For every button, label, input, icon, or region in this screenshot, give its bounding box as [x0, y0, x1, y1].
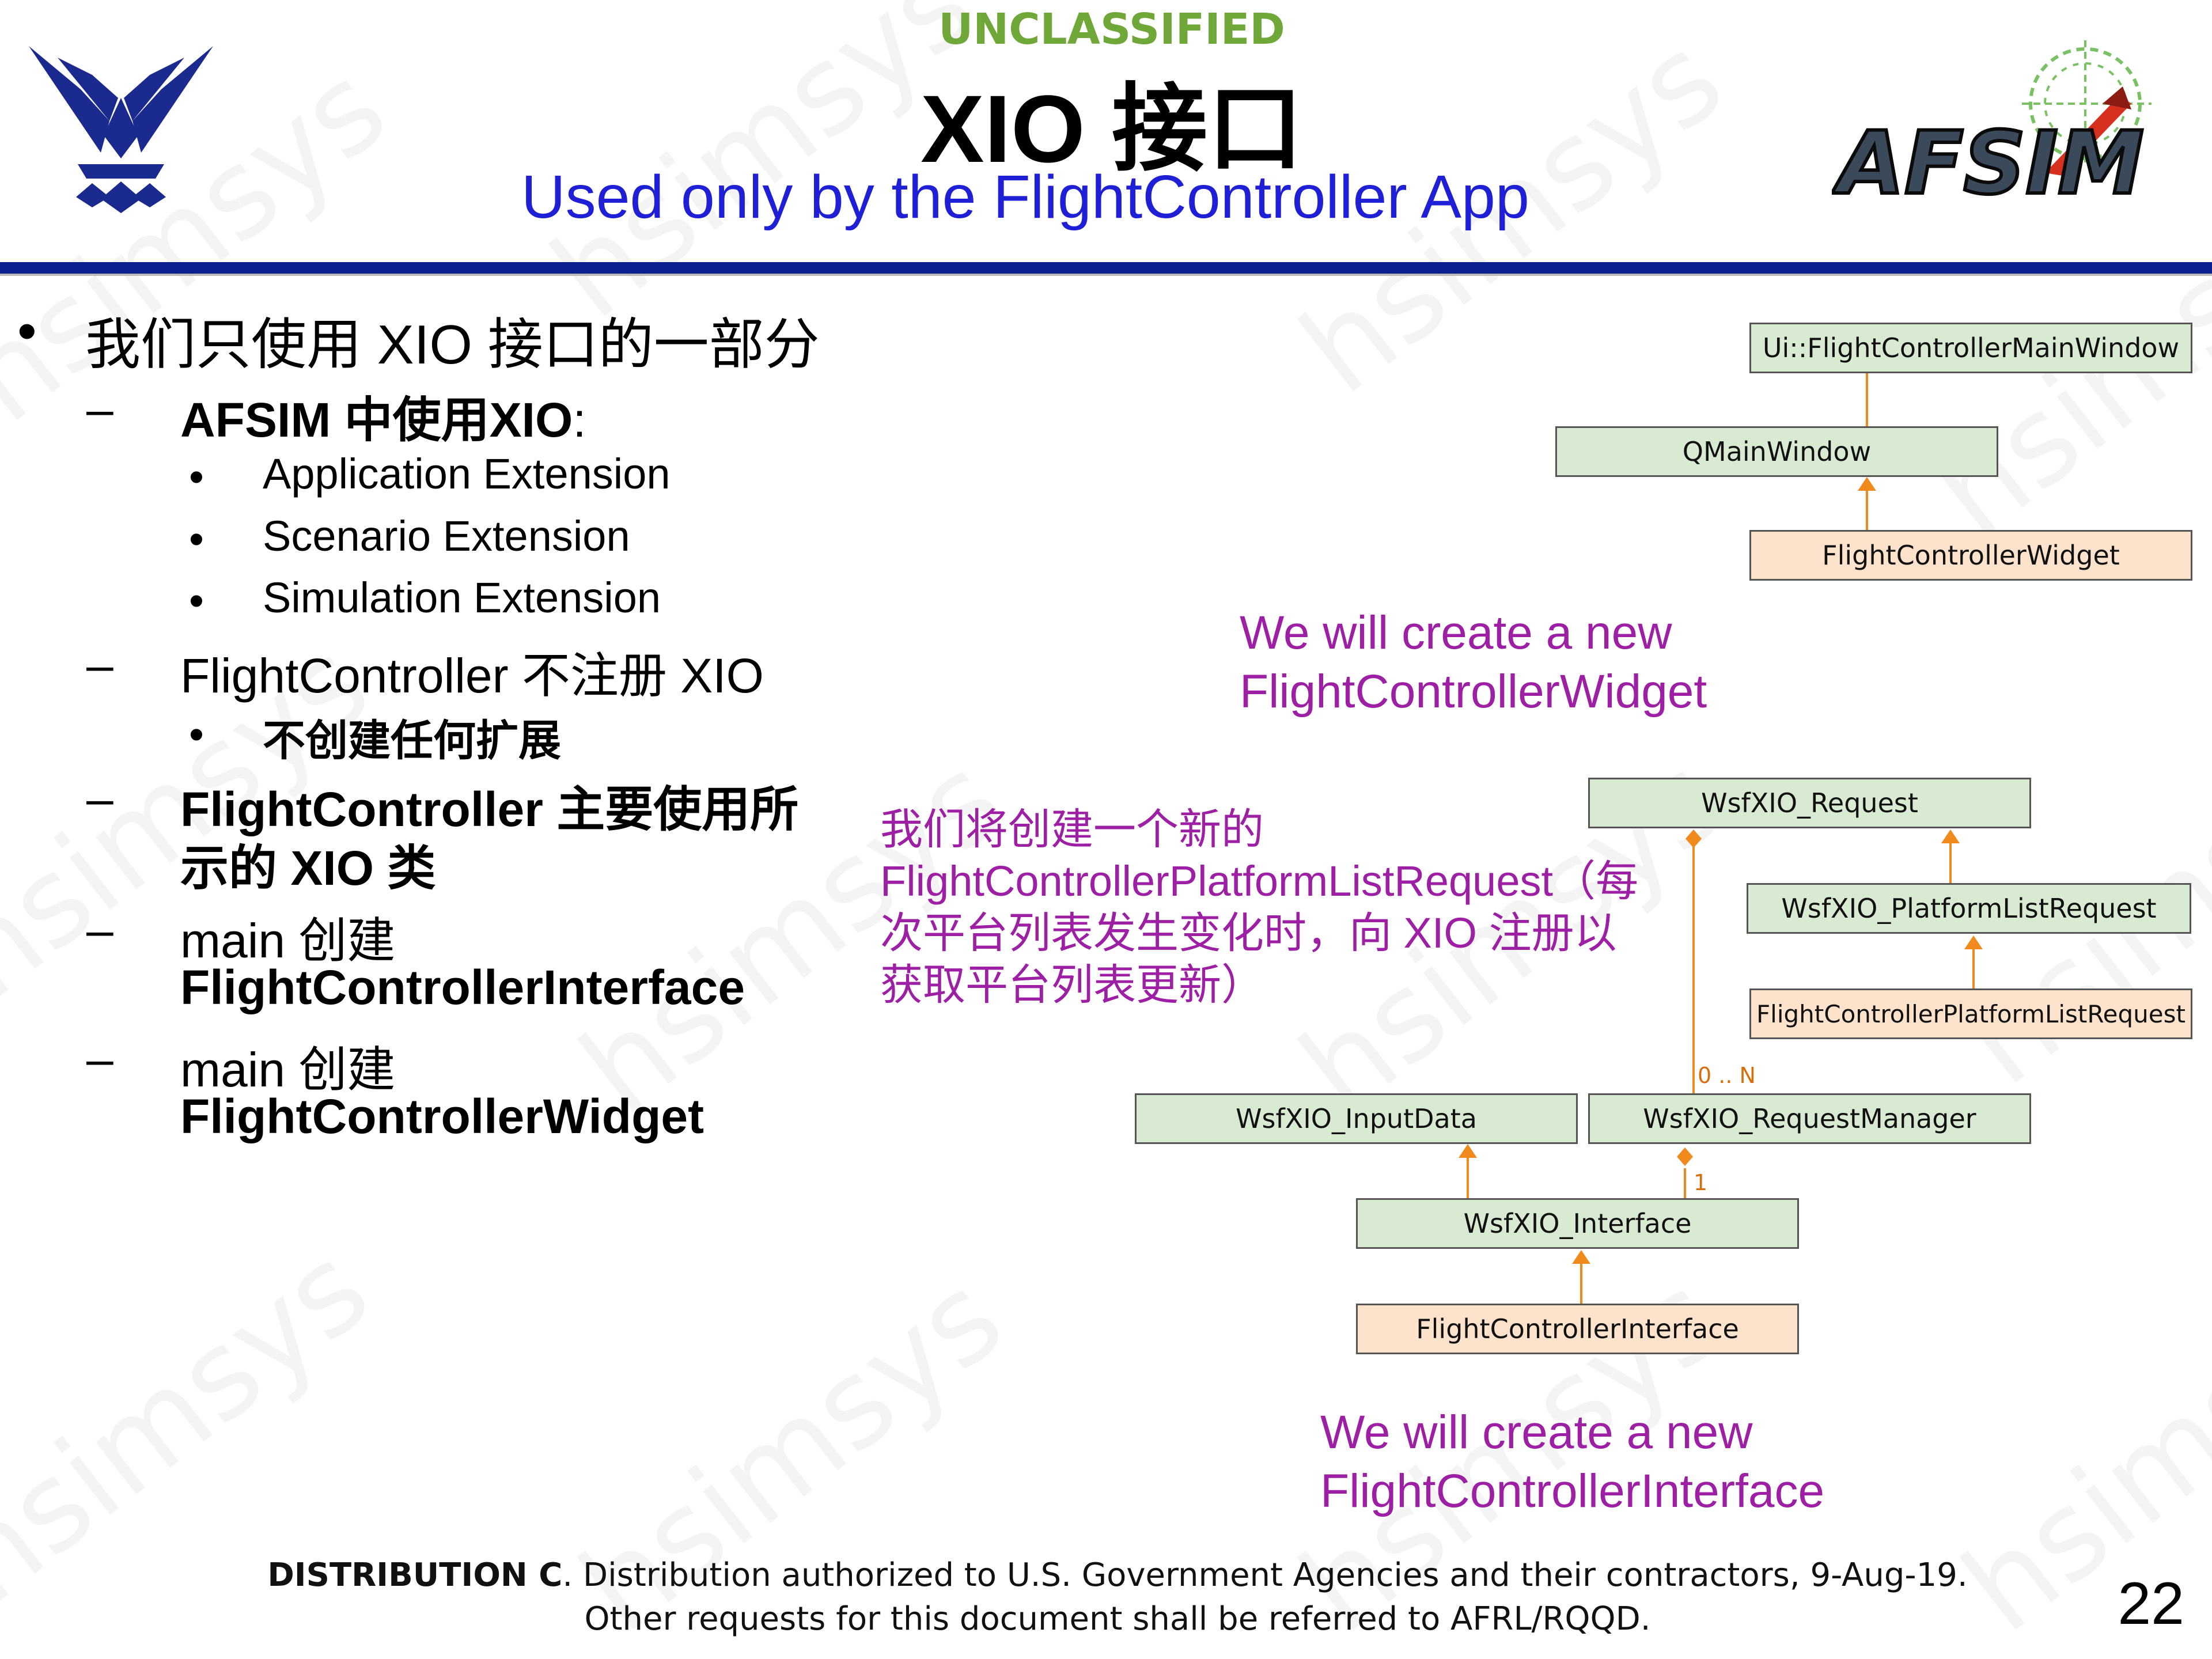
bullet-ext-application: Application Extension	[263, 450, 671, 498]
note-request-line1: 我们将创建一个新的	[880, 805, 1264, 853]
afsim-logo: AFSIM	[1832, 40, 2152, 215]
bullet-fc-main-line1: FlightController 主要使用所	[180, 782, 799, 836]
bullet-afsim-label: AFSIM 中使用XIO	[180, 393, 573, 447]
note-interface: We will create a new FlightControllerInt…	[1320, 1403, 1824, 1521]
note-interface-line2: FlightControllerInterface	[1320, 1465, 1825, 1517]
class-wsfxio-platformlistrequest: WsfXIO_PlatformListRequest	[1747, 883, 2191, 934]
classification-banner: UNCLASSIFIED	[938, 5, 1285, 54]
note-widget: We will create a new FlightControllerWid…	[1240, 604, 1707, 721]
distribution-text: . Distribution authorized to U.S. Govern…	[562, 1556, 1968, 1594]
class-wsfxio-interface: WsfXIO_Interface	[1356, 1198, 1799, 1249]
note-request-line3: 次平台列表发生变化时，向 XIO 注册以	[880, 909, 1617, 957]
class-flightcontroller-interface: FlightControllerInterface	[1356, 1304, 1799, 1354]
bullet-main-create-1: main 创建	[180, 914, 396, 968]
header-rule	[0, 262, 2212, 274]
class-wsfxio-request: WsfXIO_Request	[1588, 778, 2031, 828]
note-request-line4: 获取平台列表更新）	[880, 961, 1264, 1009]
bullet-dash: –	[86, 771, 113, 825]
bullet-fc-widget: FlightControllerWidget	[180, 1089, 704, 1143]
bullet-fc-main-line2: 示的 XIO 类	[180, 841, 436, 895]
slide-title: XIO 接口	[920, 76, 1304, 183]
class-flightcontroller-platformlistrequest: FlightControllerPlatformListRequest	[1749, 988, 2192, 1039]
bullet-fc-interface: FlightControllerInterface	[180, 960, 745, 1014]
bullet-dash: –	[86, 1032, 113, 1086]
note-request-line2: FlightControllerPlatformListRequest（每	[880, 857, 1639, 905]
air-force-wings-logo	[29, 46, 213, 213]
bullet-main: 我们只使用 XIO 接口的一部分	[85, 314, 820, 376]
inheritance-arrowhead	[1572, 1250, 1590, 1264]
multiplicity-many: 0 .. N	[1698, 1063, 1756, 1088]
distribution-statement-line2: Other requests for this document shall b…	[584, 1600, 1651, 1638]
bullet-dash: –	[86, 903, 113, 957]
class-flightcontroller-widget: FlightControllerWidget	[1749, 530, 2192, 581]
bullet-afsim: AFSIM 中使用XIO:	[180, 381, 586, 451]
bullet-dot: •	[189, 453, 204, 501]
class-qmainwindow: QMainWindow	[1555, 426, 1998, 477]
bullet-dash: –	[86, 382, 113, 436]
class-ui-main-window: Ui::FlightControllerMainWindow	[1749, 323, 2192, 373]
bullet-dot: •	[189, 577, 204, 624]
bullet-dash: –	[86, 638, 113, 692]
note-platform-list-request: 我们将创建一个新的 FlightControllerPlatformListRe…	[880, 804, 1638, 1011]
page-number: 22	[2118, 1570, 2184, 1637]
bullet-main-create-2: main 创建	[180, 1043, 396, 1097]
slide-subtitle: Used only by the FlightController App	[521, 163, 1529, 231]
distribution-label: DISTRIBUTION C	[267, 1556, 563, 1594]
header-rule-shadow	[0, 274, 2212, 276]
inheritance-arrowhead	[1941, 830, 1960, 843]
note-widget-line2: FlightControllerWidget	[1240, 665, 1707, 718]
bullet-dot: •	[189, 710, 204, 758]
bullet-afsim-colon: :	[573, 393, 586, 447]
note-interface-line1: We will create a new	[1320, 1406, 1753, 1459]
bullet-ext-scenario: Scenario Extension	[263, 512, 630, 560]
bullet-ext-simulation: Simulation Extension	[263, 574, 661, 622]
bullet-no-extensions: 不创建任何扩展	[263, 717, 561, 764]
multiplicity-one: 1	[1694, 1170, 1707, 1195]
inheritance-arrowhead	[1858, 477, 1876, 491]
class-wsfxio-requestmanager: WsfXIO_RequestManager	[1588, 1093, 2031, 1144]
inheritance-arrowhead	[1459, 1144, 1477, 1158]
note-widget-line1: We will create a new	[1240, 607, 1672, 659]
bullet-dot: •	[17, 300, 37, 362]
bullet-fc-no-register: FlightController 不注册 XIO	[180, 649, 764, 703]
aggregation-diamond	[1685, 830, 1702, 848]
class-wsfxio-inputdata: WsfXIO_InputData	[1135, 1093, 1578, 1144]
afsim-logo-text: AFSIM	[1832, 113, 2144, 214]
inheritance-arrowhead	[1964, 935, 1983, 949]
bullet-dot: •	[189, 515, 204, 563]
aggregation-diamond	[1677, 1147, 1693, 1166]
distribution-statement-line1: DISTRIBUTION C. Distribution authorized …	[0, 1556, 2212, 1594]
